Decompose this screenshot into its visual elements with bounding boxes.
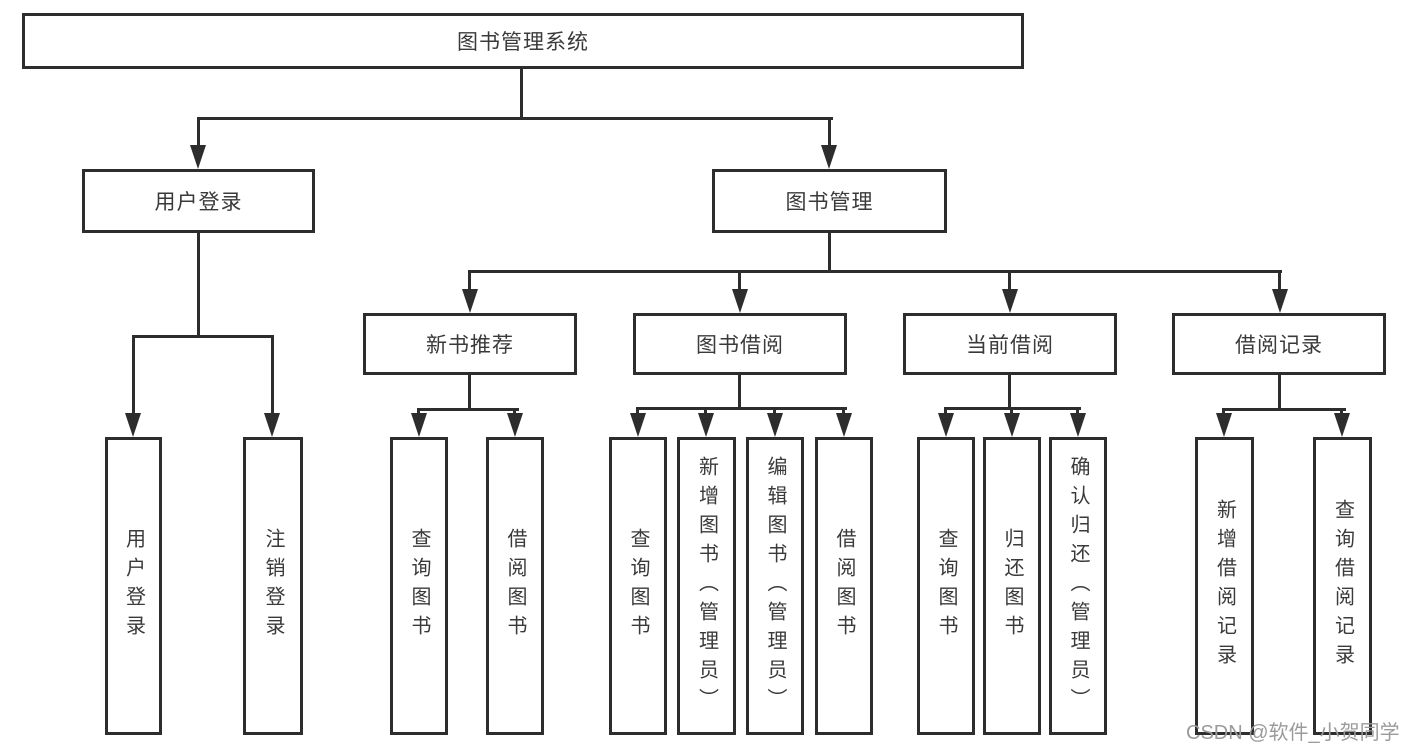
connector-line — [468, 375, 471, 411]
leaf-borrowing-edit-books-admin: 编辑图书（管理员） — [746, 437, 804, 735]
leaf-records-query-record: 查询借阅记录 — [1313, 437, 1372, 735]
leaf-newbooks-query-books: 查询图书 — [390, 437, 448, 735]
connector-line — [944, 407, 1081, 410]
arrowhead-icon — [767, 413, 783, 437]
leaf-current-query-books: 查询图书 — [917, 437, 975, 735]
arrowhead-icon — [462, 289, 478, 313]
connector-line — [1008, 375, 1011, 410]
arrowhead-icon — [507, 413, 523, 437]
arrowhead-icon — [1216, 413, 1232, 437]
connector-line — [468, 270, 1282, 273]
leaf-newbooks-borrow-books: 借阅图书 — [486, 437, 544, 735]
connector-line — [738, 273, 741, 291]
leaf-borrowing-query-books: 查询图书 — [609, 437, 667, 735]
arrowhead-icon — [1004, 413, 1020, 437]
connector-line — [271, 338, 274, 416]
leaf-current-confirm-return-admin: 确认归还（管理员） — [1049, 437, 1107, 735]
arrowhead-icon — [630, 413, 646, 437]
connector-line — [197, 233, 200, 338]
leaf-borrowing-borrow-books: 借阅图书 — [815, 437, 873, 735]
arrowhead-icon — [938, 413, 954, 437]
arrowhead-icon — [1002, 289, 1018, 313]
arrowhead-icon — [698, 413, 714, 437]
arrowhead-icon — [264, 413, 280, 437]
arrowhead-icon — [732, 289, 748, 313]
csdn-watermark: CSDN @软件_小贺同学 — [1186, 722, 1400, 744]
leaf-user-login: 用户登录 — [105, 437, 162, 735]
leaf-logout: 注销登录 — [243, 437, 303, 735]
connector-line — [828, 233, 831, 273]
connector-line — [1278, 273, 1281, 291]
node-new-book-recommend: 新书推荐 — [363, 313, 577, 375]
leaf-borrowing-add-books-admin: 新增图书（管理员） — [677, 437, 736, 735]
connector-line — [1222, 408, 1346, 411]
node-current-borrowing: 当前借阅 — [903, 313, 1117, 375]
connector-line — [197, 117, 833, 120]
node-book-borrowing: 图书借阅 — [633, 313, 847, 375]
connector-line — [468, 273, 471, 291]
node-root-library-system: 图书管理系统 — [22, 13, 1024, 69]
node-book-management: 图书管理 — [712, 169, 947, 233]
arrowhead-icon — [125, 413, 141, 437]
arrowhead-icon — [190, 145, 206, 169]
leaf-records-add-record: 新增借阅记录 — [1195, 437, 1254, 735]
connector-line — [828, 120, 831, 146]
connector-line — [1008, 273, 1011, 291]
connector-line — [636, 407, 847, 410]
arrowhead-icon — [411, 413, 427, 437]
connector-line — [197, 120, 200, 146]
connector-line — [1278, 375, 1281, 411]
arrowhead-icon — [821, 145, 837, 169]
connector-line — [417, 408, 519, 411]
arrowhead-icon — [836, 413, 852, 437]
connector-line — [520, 68, 523, 120]
arrowhead-icon — [1272, 289, 1288, 313]
node-user-login: 用户登录 — [82, 169, 315, 233]
leaf-current-return-books: 归还图书 — [983, 437, 1041, 735]
connector-line — [738, 375, 741, 410]
connector-line — [132, 335, 274, 338]
arrowhead-icon — [1334, 413, 1350, 437]
connector-line — [132, 338, 135, 416]
node-borrowing-records: 借阅记录 — [1172, 313, 1386, 375]
arrowhead-icon — [1070, 413, 1086, 437]
